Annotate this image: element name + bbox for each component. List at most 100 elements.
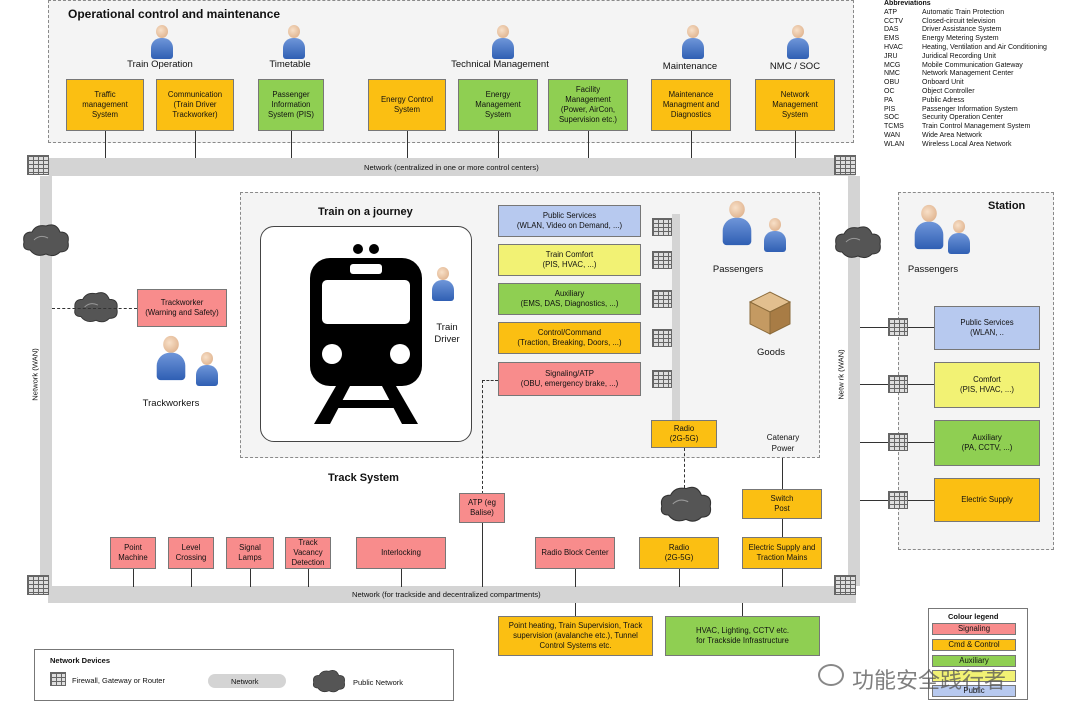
passengers-icon (764, 218, 786, 252)
wan-left (40, 176, 52, 586)
train-title: Train on a journey (318, 206, 413, 218)
trackside-box[interactable]: Interlocking (356, 537, 446, 569)
abbreviation-key: WLAN (884, 140, 905, 148)
ops-box[interactable]: Maintenance Managment and Diagnostics (651, 79, 731, 131)
abbreviation-row: MCG Mobile Communication Gateway (884, 62, 1047, 71)
ops-person-icon (787, 25, 809, 59)
atp-link (482, 380, 483, 494)
atp-box[interactable]: ATP (eg Balise) (459, 493, 505, 523)
station-box[interactable]: Auxiliary (PA, CCTV, ...) (934, 420, 1040, 466)
firewall-legend-label: Firewall, Gateway or Router (72, 676, 165, 685)
ops-title: Operational control and maintenance (68, 7, 281, 21)
connector (782, 569, 783, 587)
ops-box[interactable]: Communication (Train Driver Trackworker) (156, 79, 234, 131)
abbreviation-value: Security Operation Center (922, 114, 1003, 122)
connector (195, 131, 196, 158)
abbreviation-key: ATP (884, 8, 898, 16)
station-box[interactable]: Public Services (WLAN, .. (934, 306, 1040, 350)
connector (407, 131, 408, 158)
abbreviation-row: ATP Automatic Train Protection (884, 9, 1047, 18)
legend-swatch: Public (932, 685, 1016, 697)
abbreviation-key: TCMS (884, 123, 904, 131)
station-title: Station (988, 200, 1026, 212)
trackside-box[interactable]: Level Crossing (168, 537, 214, 569)
trackside-box[interactable]: Signal Lamps (226, 537, 274, 569)
abbreviation-value: Mobile Communication Gateway (922, 61, 1023, 69)
train-system-box[interactable]: Control/Command (Traction, Breaking, Doo… (498, 322, 641, 354)
network-devices-title: Network Devices (50, 656, 111, 665)
firewall-icon (27, 575, 49, 595)
abbreviation-value: Passenger Information System (922, 105, 1018, 113)
network-legend-label: Network (231, 677, 259, 686)
abbreviation-value: Wide Area Network (922, 131, 982, 139)
abbreviation-value: Energy Metering System (922, 35, 999, 43)
legend-swatch (932, 670, 1016, 682)
abbreviation-value: Train Control Management System (922, 123, 1031, 131)
trackside-box[interactable]: Radio Block Center (535, 537, 615, 569)
abbreviation-key: OC (884, 87, 895, 95)
ops-box[interactable]: Energy Management System (458, 79, 538, 131)
abbreviation-key: MCG (884, 61, 901, 69)
ops-person-icon (682, 25, 704, 59)
trackside-box[interactable]: Point Machine (110, 537, 156, 569)
ops-box[interactable]: Facility Management (Power, AirCon, Supe… (548, 79, 628, 131)
firewall-icon (888, 318, 908, 336)
abbreviation-key: SOC (884, 114, 900, 122)
connector (291, 131, 292, 158)
station-passengers-label: Passengers (907, 264, 959, 275)
train-system-box[interactable]: Signaling/ATP (OBU, emergency brake, ...… (498, 362, 641, 396)
catenary-label: Catenary Power (766, 433, 800, 453)
abbreviation-value: Automatic Train Protection (922, 8, 1005, 16)
connector (482, 523, 483, 587)
trackside-box[interactable]: Electric Supply and Traction Mains (742, 537, 822, 569)
train-system-box[interactable]: Public Services (WLAN, Video on Demand, … (498, 205, 641, 237)
atp-link (482, 380, 498, 381)
abbreviation-key: PA (884, 96, 893, 104)
ops-person-icon (492, 25, 514, 59)
connector (401, 569, 402, 587)
wechat-logo-icon (818, 664, 844, 686)
trackside-box[interactable]: Track Vacancy Detection (285, 537, 331, 569)
network-bottom (48, 586, 856, 603)
firewall-icon (652, 329, 672, 347)
public-network-legend-label: Public Network (353, 678, 404, 687)
abbreviation-value: Onboard Unit (922, 79, 964, 87)
train-bus (672, 214, 680, 422)
abbreviation-value: Network Management Center (922, 70, 1014, 78)
ops-box[interactable]: Passenger Information System (PIS) (258, 79, 324, 131)
wan-right-label: Netw rk (WAN) (836, 349, 846, 400)
train-system-box[interactable]: Auxiliary (EMS, DAS, Diagnostics, ...) (498, 283, 641, 315)
ops-box[interactable]: Network Management System (755, 79, 835, 131)
station-passengers-icon (914, 204, 944, 250)
ops-box[interactable]: Energy Control System (368, 79, 446, 131)
station-box[interactable]: Comfort (PIS, HVAC, ...) (934, 362, 1040, 408)
abbreviations: Abbreviations ATP Automatic Train Protect… (884, 0, 1047, 150)
ops-box[interactable]: Traffic management System (66, 79, 144, 131)
train-system-box[interactable]: Train Comfort (PIS, HVAC, ...) (498, 244, 641, 276)
connector (795, 131, 796, 158)
trackside-orange-box[interactable]: Point heating, Train Supervision, Track … (498, 616, 653, 656)
firewall-icon (50, 672, 66, 686)
legend-swatch: Signaling (932, 623, 1016, 635)
trackside-green-box[interactable]: HVAC, Lighting, CCTV etc. for Trackside … (665, 616, 820, 656)
goods-label: Goods (757, 347, 785, 358)
public-network-cloud-icon (23, 224, 69, 257)
connector (742, 603, 743, 617)
connector (498, 131, 499, 158)
connector (308, 569, 309, 587)
train-radio-box[interactable]: Radio (2G-5G) (651, 420, 717, 448)
station-box[interactable]: Electric Supply (934, 478, 1040, 522)
abbreviation-value: Heating, Ventilation and Air Conditionin… (922, 43, 1047, 51)
ops-person-icon (151, 25, 173, 59)
trackside-box[interactable]: Radio (2G-5G) (639, 537, 719, 569)
station-passengers-icon (948, 220, 970, 254)
abbreviation-key: DAS (884, 26, 899, 34)
trackside-box[interactable]: Switch Post (742, 489, 822, 519)
train-icon (310, 244, 422, 424)
network-top-label: Network (centralized in one or more cont… (364, 163, 539, 172)
trackworker-box[interactable]: Trackworker (Warning and Safety) (137, 289, 227, 327)
abbreviations-title: Abbreviations (884, 0, 931, 7)
